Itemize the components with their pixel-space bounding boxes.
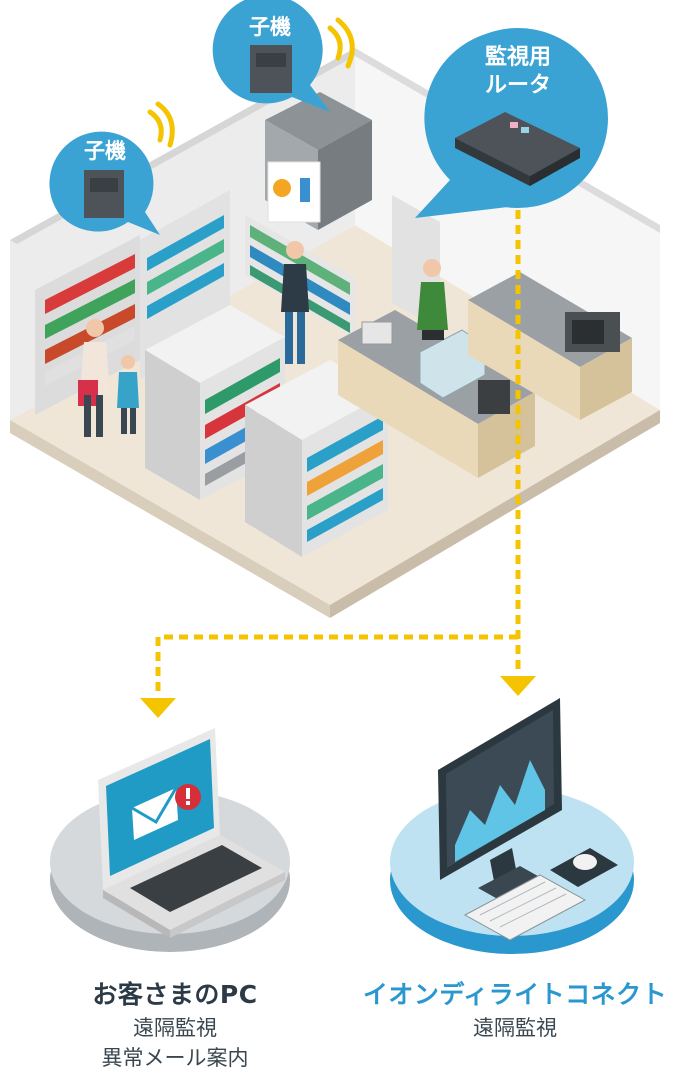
bubble-router — [415, 28, 608, 218]
bubble-child-left — [49, 101, 175, 235]
customer-man — [281, 241, 309, 364]
customer-pc-illustration — [50, 728, 290, 952]
fridge-top — [265, 92, 372, 150]
child-device-icon-top — [250, 45, 292, 93]
shelf-left-products — [147, 215, 224, 319]
bubble-router-label-1: 監視用 — [484, 45, 551, 70]
mail-icon — [132, 788, 178, 840]
bubble-child-top-label: 子機 — [249, 15, 291, 39]
bubble-child-top — [212, 0, 355, 112]
customer-woman — [78, 319, 110, 437]
connect-line1: 遠隔監視 — [473, 1016, 557, 1040]
arrow-head-left — [140, 698, 176, 718]
store-floor-edge-left — [10, 420, 330, 618]
cash-register — [361, 321, 393, 345]
router-device-icon — [455, 112, 580, 176]
staff-clerk — [417, 259, 448, 340]
keyboard — [463, 874, 587, 941]
connect-title: イオンディライトコネクト — [362, 980, 668, 1009]
customer-pc-line1: 遠隔監視 — [133, 1016, 217, 1040]
kitchen-side — [580, 338, 632, 420]
laptop-keyboard — [130, 845, 262, 912]
customer-pc-line2: 異常メール案内 — [101, 1046, 249, 1070]
connect-pc-illustration — [390, 698, 634, 954]
bubble-child-left-label: 子機 — [84, 139, 126, 163]
wifi-icon — [147, 101, 175, 148]
gondola-2-products — [307, 416, 383, 542]
counter-front — [338, 340, 478, 478]
counter-machine — [478, 380, 510, 414]
mouse — [573, 854, 597, 870]
child-device-icon — [84, 170, 124, 218]
gondola-1-top — [145, 305, 285, 383]
store-floor-edge-right — [330, 410, 660, 618]
customer-pc-title: お客さまのPC — [92, 980, 258, 1009]
connection-lines — [140, 210, 536, 718]
gondola-2-side — [245, 405, 302, 557]
kitchen-front — [468, 300, 580, 420]
customer-child — [117, 355, 139, 434]
arrow-head-right — [500, 676, 536, 696]
monitor-chart — [455, 760, 545, 862]
fridge-front — [318, 120, 372, 230]
bubble-router-label-2: ルータ — [484, 73, 551, 98]
gondola-1-side — [145, 350, 200, 500]
counter-side — [478, 392, 535, 478]
wifi-icon-top — [327, 17, 355, 69]
